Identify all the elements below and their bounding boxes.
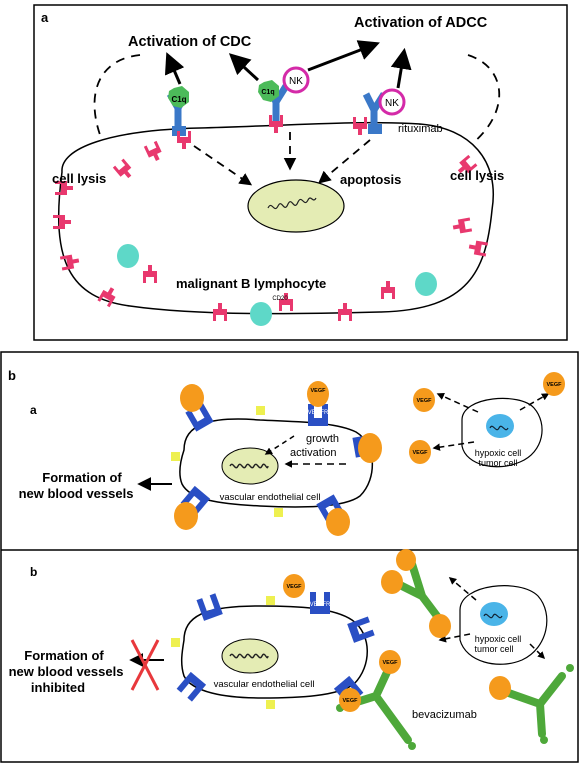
formation-a-line1: Formation of (42, 470, 122, 485)
activation-arrows (164, 40, 412, 89)
malignant-b-lymphocyte-label: malignant B lymphocyte (176, 276, 326, 291)
rituximab-label: rituximab (398, 123, 443, 135)
cd20-label: CD20 (272, 296, 288, 302)
dna-endo-a (229, 463, 269, 469)
panel-b-letter: b (8, 368, 16, 383)
vegf-label-near-b: VEGF (287, 584, 303, 590)
vegf-near-endo-b (283, 574, 305, 598)
formation-b-line1: Formation of (24, 648, 104, 663)
vegfr-label-a: VEGFR (308, 410, 329, 416)
sub-a-letter: a (30, 403, 37, 417)
yellow-squares-a (171, 406, 283, 517)
dna-a (267, 197, 317, 210)
activation-cdc-label: Activation of CDC (128, 34, 252, 50)
hypoxic-label-b: hypoxic cell (475, 634, 522, 644)
formation-a-line2: new blood vessels (19, 486, 134, 501)
sub-b-letter: b (30, 565, 37, 579)
vegf-label-bound2-b: VEGF (343, 698, 359, 704)
cyan-blobs (117, 244, 437, 326)
dna-endo-b (229, 653, 269, 659)
antibody-c1q-nk-middle: C1q NK (258, 66, 310, 133)
apoptosis-arrows (193, 132, 371, 186)
vegf-release-arrows-b (438, 577, 546, 660)
vegf-label-bound1-b: VEGF (383, 660, 399, 666)
panel-a-letter: a (41, 10, 49, 25)
formation-b-line2: new blood vessels (9, 664, 124, 679)
apoptosis-label: apoptosis (340, 172, 401, 187)
panel-a-frame (33, 4, 568, 341)
vegf-label-endo-a: VEGF (311, 388, 327, 394)
vegf-molecules-free-a (409, 372, 565, 464)
endothelial-label-b: vascular endothelial cell (214, 679, 315, 690)
tumor-label-b: tumor cell (474, 644, 513, 654)
inhibition-x (130, 639, 160, 691)
activation-label: activation (290, 447, 336, 459)
vegf-label-free1-a: VEGF (417, 398, 433, 404)
growth-arrow-small (264, 435, 295, 455)
vegf-bound-b (339, 549, 511, 712)
panel-b-frame (0, 351, 579, 763)
bevacizumab-tips (336, 664, 574, 750)
bevacizumab-label: bevacizumab (412, 709, 477, 721)
endothelial-label-a: vascular endothelial cell (220, 492, 321, 503)
antibody-c1q-left: C1q (166, 86, 191, 149)
nk-label-right: NK (385, 98, 399, 109)
nk-label-middle: NK (289, 76, 303, 87)
formation-b-line3: inhibited (31, 680, 85, 695)
nucleus-a (247, 179, 345, 233)
vegfr-label-b: VEGFR (310, 602, 331, 608)
cell-lysis-right-label: cell lysis (450, 168, 504, 183)
vegf-label-free2-a: VEGF (413, 450, 429, 456)
tumor-cell-b (459, 585, 548, 665)
hypoxic-label-a: hypoxic cell (475, 448, 522, 458)
cell-lysis-left-label: cell lysis (52, 171, 106, 186)
vegf-release-arrows-a (432, 393, 550, 451)
activation-adcc-label: Activation of ADCC (354, 15, 488, 31)
vegf-label-free3-a: VEGF (547, 382, 563, 388)
antibody-nk-right: NK (353, 88, 406, 135)
c1q-label-left: C1q (171, 95, 186, 104)
tumor-label-a: tumor cell (478, 458, 517, 468)
growth-label: growth (306, 433, 339, 445)
yellow-squares-b (171, 596, 275, 709)
c1q-label-middle: C1q (261, 89, 274, 96)
vegfr-vegf-a (174, 381, 382, 536)
